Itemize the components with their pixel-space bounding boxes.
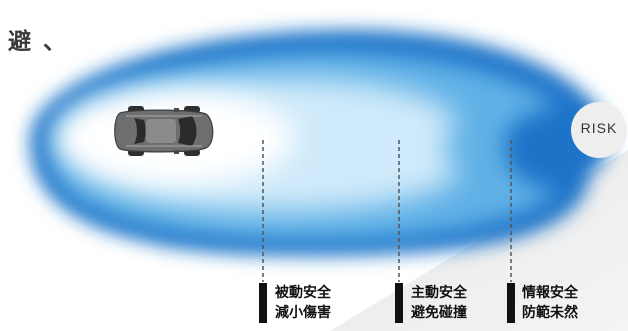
zone-bar-passive	[259, 283, 267, 323]
car-top-view-icon	[114, 106, 214, 156]
zone-label-info-title: 情報安全	[522, 285, 578, 301]
page-heading: 避 、	[8, 29, 69, 55]
zone-bar-active	[395, 283, 403, 323]
zone-bar-info	[507, 283, 515, 323]
zone-label-info-desc: 防範未然	[522, 305, 578, 321]
zone-label-active: 主動安全 避免碰撞	[411, 283, 467, 323]
zone-label-passive: 被動安全 減小傷害	[275, 283, 331, 323]
zone-label-passive-title: 被動安全	[275, 285, 331, 301]
risk-label: RISK	[580, 120, 618, 136]
zone-label-passive-desc: 減小傷害	[275, 305, 331, 321]
zone-label-active-desc: 避免碰撞	[411, 305, 467, 321]
risk-circle	[571, 102, 627, 158]
zone-label-active-title: 主動安全	[411, 285, 467, 301]
zone-label-info: 情報安全 防範未然	[522, 283, 578, 323]
